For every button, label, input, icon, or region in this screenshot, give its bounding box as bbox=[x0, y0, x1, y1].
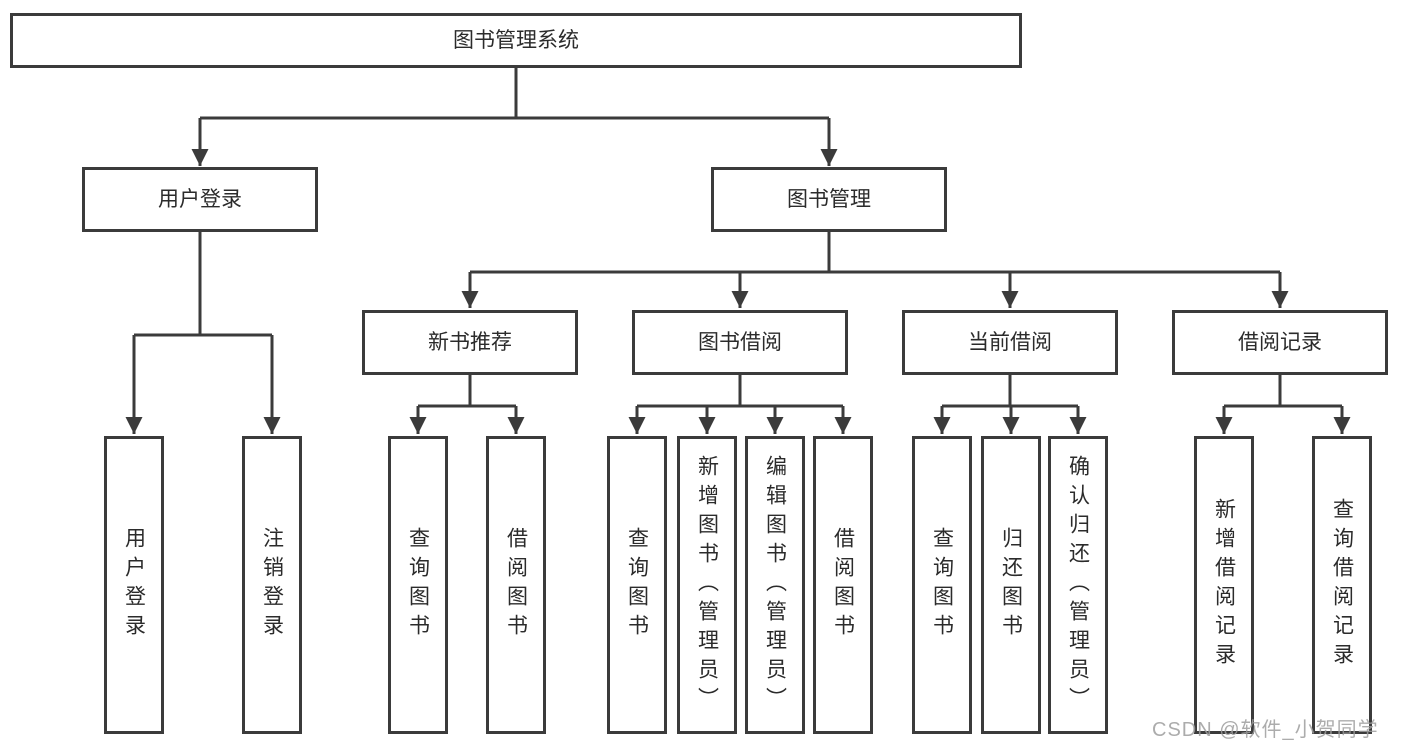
leaf-cu-return-book: 归还图书 bbox=[981, 436, 1041, 734]
csdn-watermark: CSDN @软件_小贺同学 bbox=[1152, 719, 1379, 741]
leaf-re-query-record: 查询借阅记录 bbox=[1312, 436, 1372, 734]
node-root: 图书管理系统 bbox=[10, 13, 1022, 68]
leaf-nb-borrow-book-label: 借阅图书 bbox=[504, 527, 528, 643]
leaf-nb-query-book-label: 查询图书 bbox=[406, 527, 430, 643]
node-book-borrow: 图书借阅 bbox=[632, 310, 848, 375]
leaf-cu-confirm-return-admin-label: 确认归还（管理员） bbox=[1066, 454, 1090, 716]
leaf-nb-borrow-book: 借阅图书 bbox=[486, 436, 546, 734]
leaf-nb-query-book: 查询图书 bbox=[388, 436, 448, 734]
node-user-login-label: 用户登录 bbox=[158, 188, 242, 211]
leaf-bw-edit-book-admin-label: 编辑图书（管理员） bbox=[763, 454, 787, 716]
leaf-user-login-label: 用户登录 bbox=[122, 527, 146, 643]
leaf-bw-edit-book-admin: 编辑图书（管理员） bbox=[745, 436, 805, 734]
node-root-label: 图书管理系统 bbox=[453, 29, 579, 52]
leaf-logout: 注销登录 bbox=[242, 436, 302, 734]
leaf-user-login: 用户登录 bbox=[104, 436, 164, 734]
leaf-re-add-record-label: 新增借阅记录 bbox=[1212, 498, 1236, 672]
node-borrow-records-label: 借阅记录 bbox=[1238, 331, 1322, 354]
leaf-bw-query-book: 查询图书 bbox=[607, 436, 667, 734]
leaf-bw-borrow-book-label: 借阅图书 bbox=[831, 527, 855, 643]
leaf-cu-return-book-label: 归还图书 bbox=[999, 527, 1023, 643]
leaf-bw-add-book-admin: 新增图书（管理员） bbox=[677, 436, 737, 734]
leaf-bw-query-book-label: 查询图书 bbox=[625, 527, 649, 643]
leaf-cu-query-book-label: 查询图书 bbox=[930, 527, 954, 643]
node-book-mgmt: 图书管理 bbox=[711, 167, 947, 232]
leaf-cu-query-book: 查询图书 bbox=[912, 436, 972, 734]
leaf-bw-add-book-admin-label: 新增图书（管理员） bbox=[695, 454, 719, 716]
node-book-mgmt-label: 图书管理 bbox=[787, 188, 871, 211]
leaf-re-add-record: 新增借阅记录 bbox=[1194, 436, 1254, 734]
node-new-book-recommend: 新书推荐 bbox=[362, 310, 578, 375]
node-current-borrow-label: 当前借阅 bbox=[968, 331, 1052, 354]
node-new-book-recommend-label: 新书推荐 bbox=[428, 331, 512, 354]
leaf-logout-label: 注销登录 bbox=[260, 527, 284, 643]
node-current-borrow: 当前借阅 bbox=[902, 310, 1118, 375]
leaf-re-query-record-label: 查询借阅记录 bbox=[1330, 498, 1354, 672]
connector-root bbox=[134, 68, 1342, 408]
leaf-bw-borrow-book: 借阅图书 bbox=[813, 436, 873, 734]
leaf-cu-confirm-return-admin: 确认归还（管理员） bbox=[1048, 436, 1108, 734]
node-user-login: 用户登录 bbox=[82, 167, 318, 232]
node-borrow-records: 借阅记录 bbox=[1172, 310, 1388, 375]
node-book-borrow-label: 图书借阅 bbox=[698, 331, 782, 354]
